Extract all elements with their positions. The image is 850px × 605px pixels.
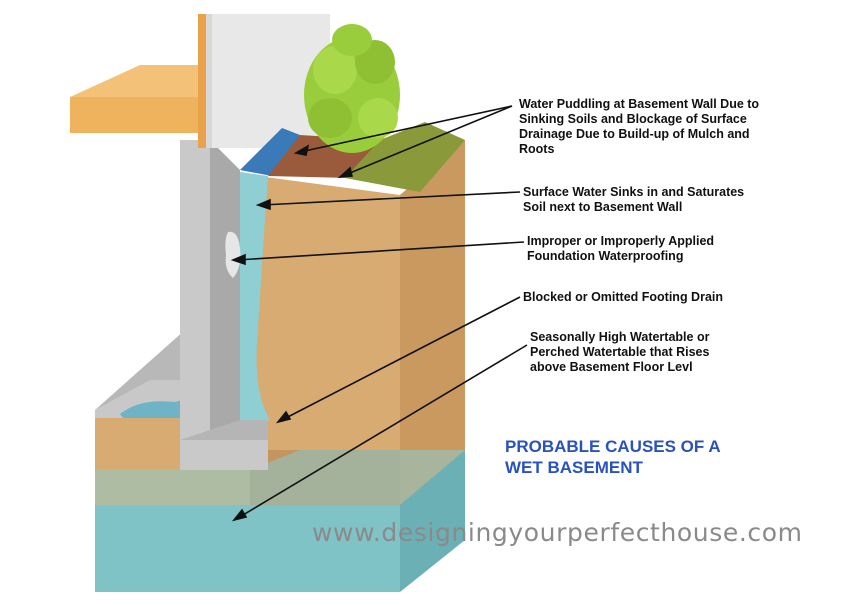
- arrow-puddle-1: [299, 105, 513, 153]
- callout-line: Surface Water Sinks in and Saturates: [523, 185, 745, 199]
- waterproofing-failure-patch: [225, 231, 241, 278]
- arrow-footing-drain: [281, 296, 521, 421]
- callout-surface-water: Surface Water Sinks in and Saturates Soi…: [523, 185, 744, 215]
- arrowhead-puddle-1: [293, 144, 310, 156]
- leader-arrows: [230, 105, 528, 522]
- site-watermark: www.designingyourperfecthouse.com: [312, 518, 803, 547]
- arrowhead-waterproofing: [230, 253, 246, 266]
- title-line-2: WET BASEMENT: [505, 458, 643, 477]
- rim-board: [198, 14, 206, 148]
- floor-joist: [70, 97, 198, 133]
- callout-footing-drain: Blocked or Omitted Footing Drain: [523, 290, 723, 305]
- callout-line: Drainage Due to Build-up of Mulch and: [519, 127, 750, 141]
- arrow-puddle-2: [344, 105, 513, 176]
- arrowhead-puddle-2: [337, 166, 354, 178]
- callout-line: Soil next to Basement Wall: [523, 200, 683, 214]
- diagram-title: PROBABLE CAUSES OF A WET BASEMENT: [505, 436, 721, 478]
- footing-top: [180, 420, 268, 440]
- watertable-front: [95, 505, 400, 592]
- arrow-waterproofing: [236, 241, 525, 261]
- soil-block: [250, 175, 400, 520]
- callout-line: Improper or Improperly Applied: [527, 234, 715, 248]
- watertable-side: [400, 450, 465, 592]
- callout-line: Seasonally High Watertable or: [530, 330, 710, 344]
- callout-water-puddling: Water Puddling at Basement Wall Due to S…: [519, 97, 759, 157]
- callout-waterproofing: Improper or Improperly Applied Foundatio…: [527, 234, 714, 264]
- callout-line: Water Puddling at Basement Wall Due to: [519, 97, 760, 111]
- surface-puddle: [240, 128, 300, 176]
- shrub: [304, 24, 400, 153]
- floor-joist-top: [70, 65, 205, 97]
- callout-line: Sinking Soils and Blockage of Surface: [519, 112, 747, 126]
- watertable-top: [95, 450, 465, 505]
- callout-line: above Basement Floor Levl: [530, 360, 693, 374]
- callout-line: Roots: [519, 142, 555, 156]
- callout-line: Perched Watertable that Rises: [530, 345, 710, 359]
- title-line-1: PROBABLE CAUSES OF A: [505, 437, 721, 456]
- callout-line: Foundation Waterproofing: [527, 249, 684, 263]
- callout-watertable: Seasonally High Watertable or Perched Wa…: [530, 330, 709, 375]
- callout-line: Blocked or Omitted Footing Drain: [523, 290, 724, 304]
- foundation-wall: [180, 140, 210, 450]
- house-siding: [200, 14, 330, 148]
- arrowhead-watertable: [231, 508, 248, 522]
- foundation-wall-side: [210, 140, 240, 450]
- saturated-soil-plume: [240, 172, 270, 425]
- arrow-surface-water: [261, 191, 521, 206]
- arrowhead-footing-drain: [275, 410, 292, 424]
- grass-slope: [345, 122, 465, 192]
- arrow-watertable: [237, 344, 528, 519]
- arrowhead-surface-water: [255, 198, 271, 211]
- footing: [180, 440, 268, 470]
